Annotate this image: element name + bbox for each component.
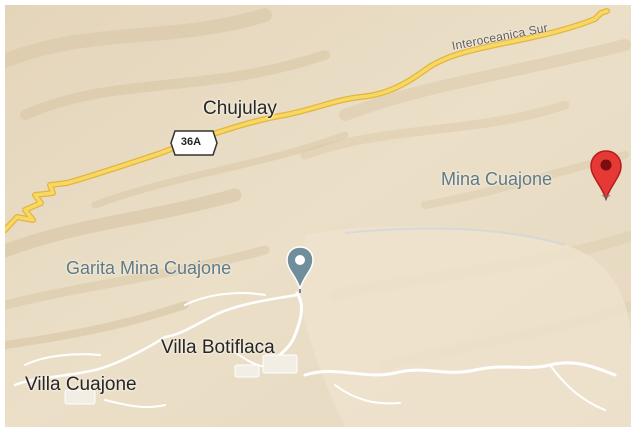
place-label-villa-cuajone[interactable]: Villa Cuajone (25, 374, 137, 395)
place-label-villa-botiflaca[interactable]: Villa Botiflaca (161, 337, 275, 358)
red-map-pin-icon[interactable] (589, 149, 623, 201)
route-shield-shape (170, 130, 218, 156)
highway (5, 8, 610, 233)
poi-label-mina-cuajone[interactable]: Mina Cuajone (441, 169, 553, 189)
place-label-chujulay[interactable]: Chujulay (203, 98, 277, 119)
map-canvas[interactable]: Interoceanica Sur 36A Chujulay Villa Bot… (5, 5, 631, 427)
mine-area (300, 226, 631, 427)
poi-label-garita-mina-cuajone[interactable]: Garita Mina Cuajone (66, 258, 232, 278)
grey-map-pin-icon[interactable] (285, 245, 315, 295)
terrain-layer (5, 5, 631, 427)
town-blocks (64, 354, 298, 405)
route-shield-36a[interactable]: 36A (180, 136, 202, 148)
